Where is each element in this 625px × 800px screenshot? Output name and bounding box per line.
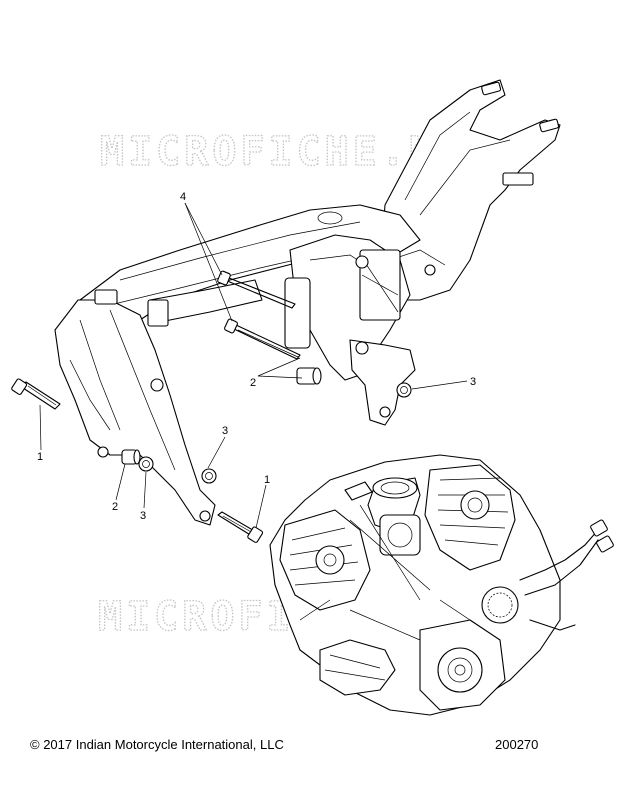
callout-1-left: 1 [37,451,43,463]
motorcycle-frame [54,79,561,526]
nut-3c [201,468,217,484]
callout-2-left: 2 [112,501,118,513]
leader-lines [39,202,468,529]
engine-assembly [269,454,614,716]
bolt-lower-1 [217,511,264,543]
callout-2-center: 2 [250,377,256,389]
copyright-text: © 2017 Indian Motorcycle International, … [30,737,284,752]
diagram-id: 200270 [495,737,539,752]
callout-3-right: 3 [470,376,476,388]
spacer-2b [121,449,141,465]
spacer-2a [296,367,322,385]
nut-3b [138,456,154,472]
callout-3-lower: 3 [222,425,228,437]
bolt-upper-4a [217,270,296,309]
callout-1-lower: 1 [264,474,270,486]
callout-4: 4 [180,191,186,203]
bolt-left-1 [11,378,61,410]
bolt-upper-4b [224,318,301,360]
callout-3-left: 3 [140,510,146,522]
nut-3a [396,382,412,398]
